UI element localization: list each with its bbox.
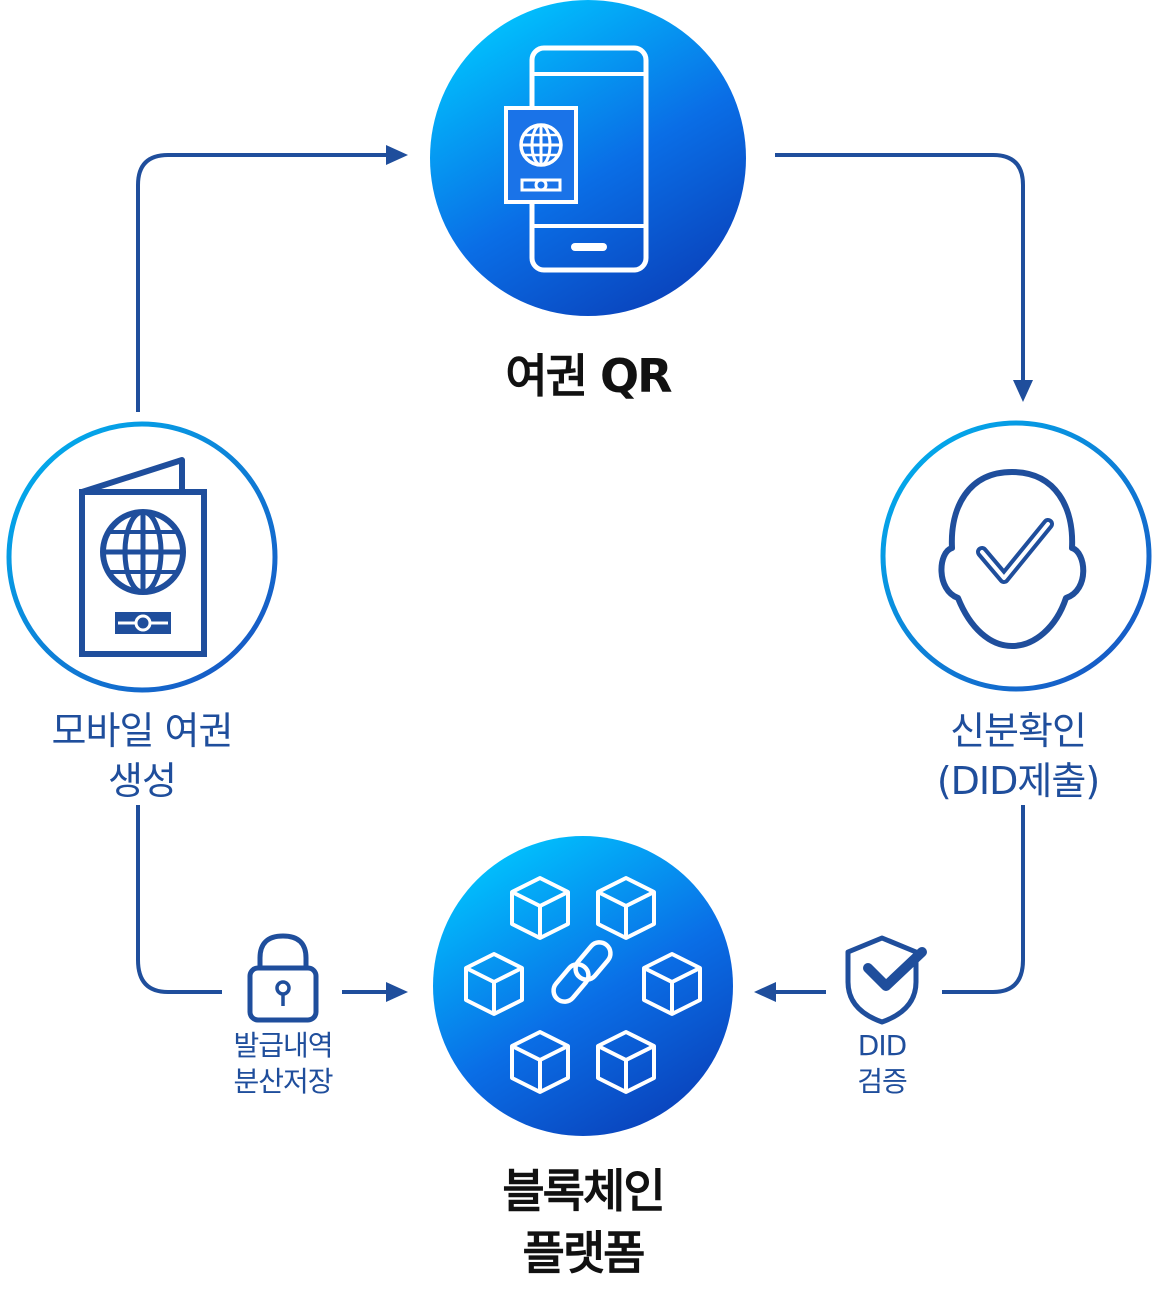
- did-verification-line1: DID: [857, 1029, 907, 1062]
- node-passport-qr: [430, 0, 746, 316]
- node-mobile-passport: [6, 421, 278, 693]
- passport-qr-title: 여권 QR: [505, 349, 672, 403]
- identity-check-line2: (DID제출): [936, 759, 1100, 803]
- mobile-passport-line2: 생성: [108, 759, 177, 803]
- node-identity-check: [880, 420, 1152, 692]
- issuance-storage-line2: 분산저장: [233, 1065, 333, 1098]
- passport-icon: [79, 457, 207, 657]
- arrow-right-to-bottom: [754, 805, 1025, 1002]
- blockchain-line2: 플랫폼: [522, 1226, 646, 1280]
- identity-check-line1: 신분확인: [950, 709, 1087, 753]
- shield-check-icon: [845, 935, 927, 1025]
- arrow-left-to-bottom: [136, 805, 408, 1002]
- padlock-icon: [247, 933, 319, 1023]
- issuance-storage-label: 발급내역 분산저장: [183, 1028, 383, 1100]
- arrow-left-to-top: [136, 145, 408, 412]
- blockchain-cubes-icon: [464, 876, 702, 1094]
- mobile-passport-label: 모바일 여권 생성: [10, 706, 274, 806]
- arrow-top-to-right: [775, 153, 1033, 402]
- node-blockchain: [433, 836, 733, 1136]
- issuance-storage-line1: 발급내역: [233, 1029, 333, 1062]
- did-verification-line2: 검증: [857, 1065, 908, 1098]
- face-check-icon: [938, 469, 1087, 649]
- chain-link-icon: [551, 940, 613, 1004]
- blockchain-line1: 블록체인: [502, 1164, 665, 1218]
- passport-qr-label: 여권 QR: [488, 340, 688, 406]
- mobile-passport-line1: 모바일 여권: [51, 709, 234, 753]
- blockchain-label: 블록체인 플랫폼: [433, 1160, 733, 1284]
- did-verification-label: DID 검증: [822, 1028, 942, 1100]
- identity-check-label: 신분확인 (DID제출): [886, 706, 1150, 806]
- phone-passport-icon: [504, 45, 649, 273]
